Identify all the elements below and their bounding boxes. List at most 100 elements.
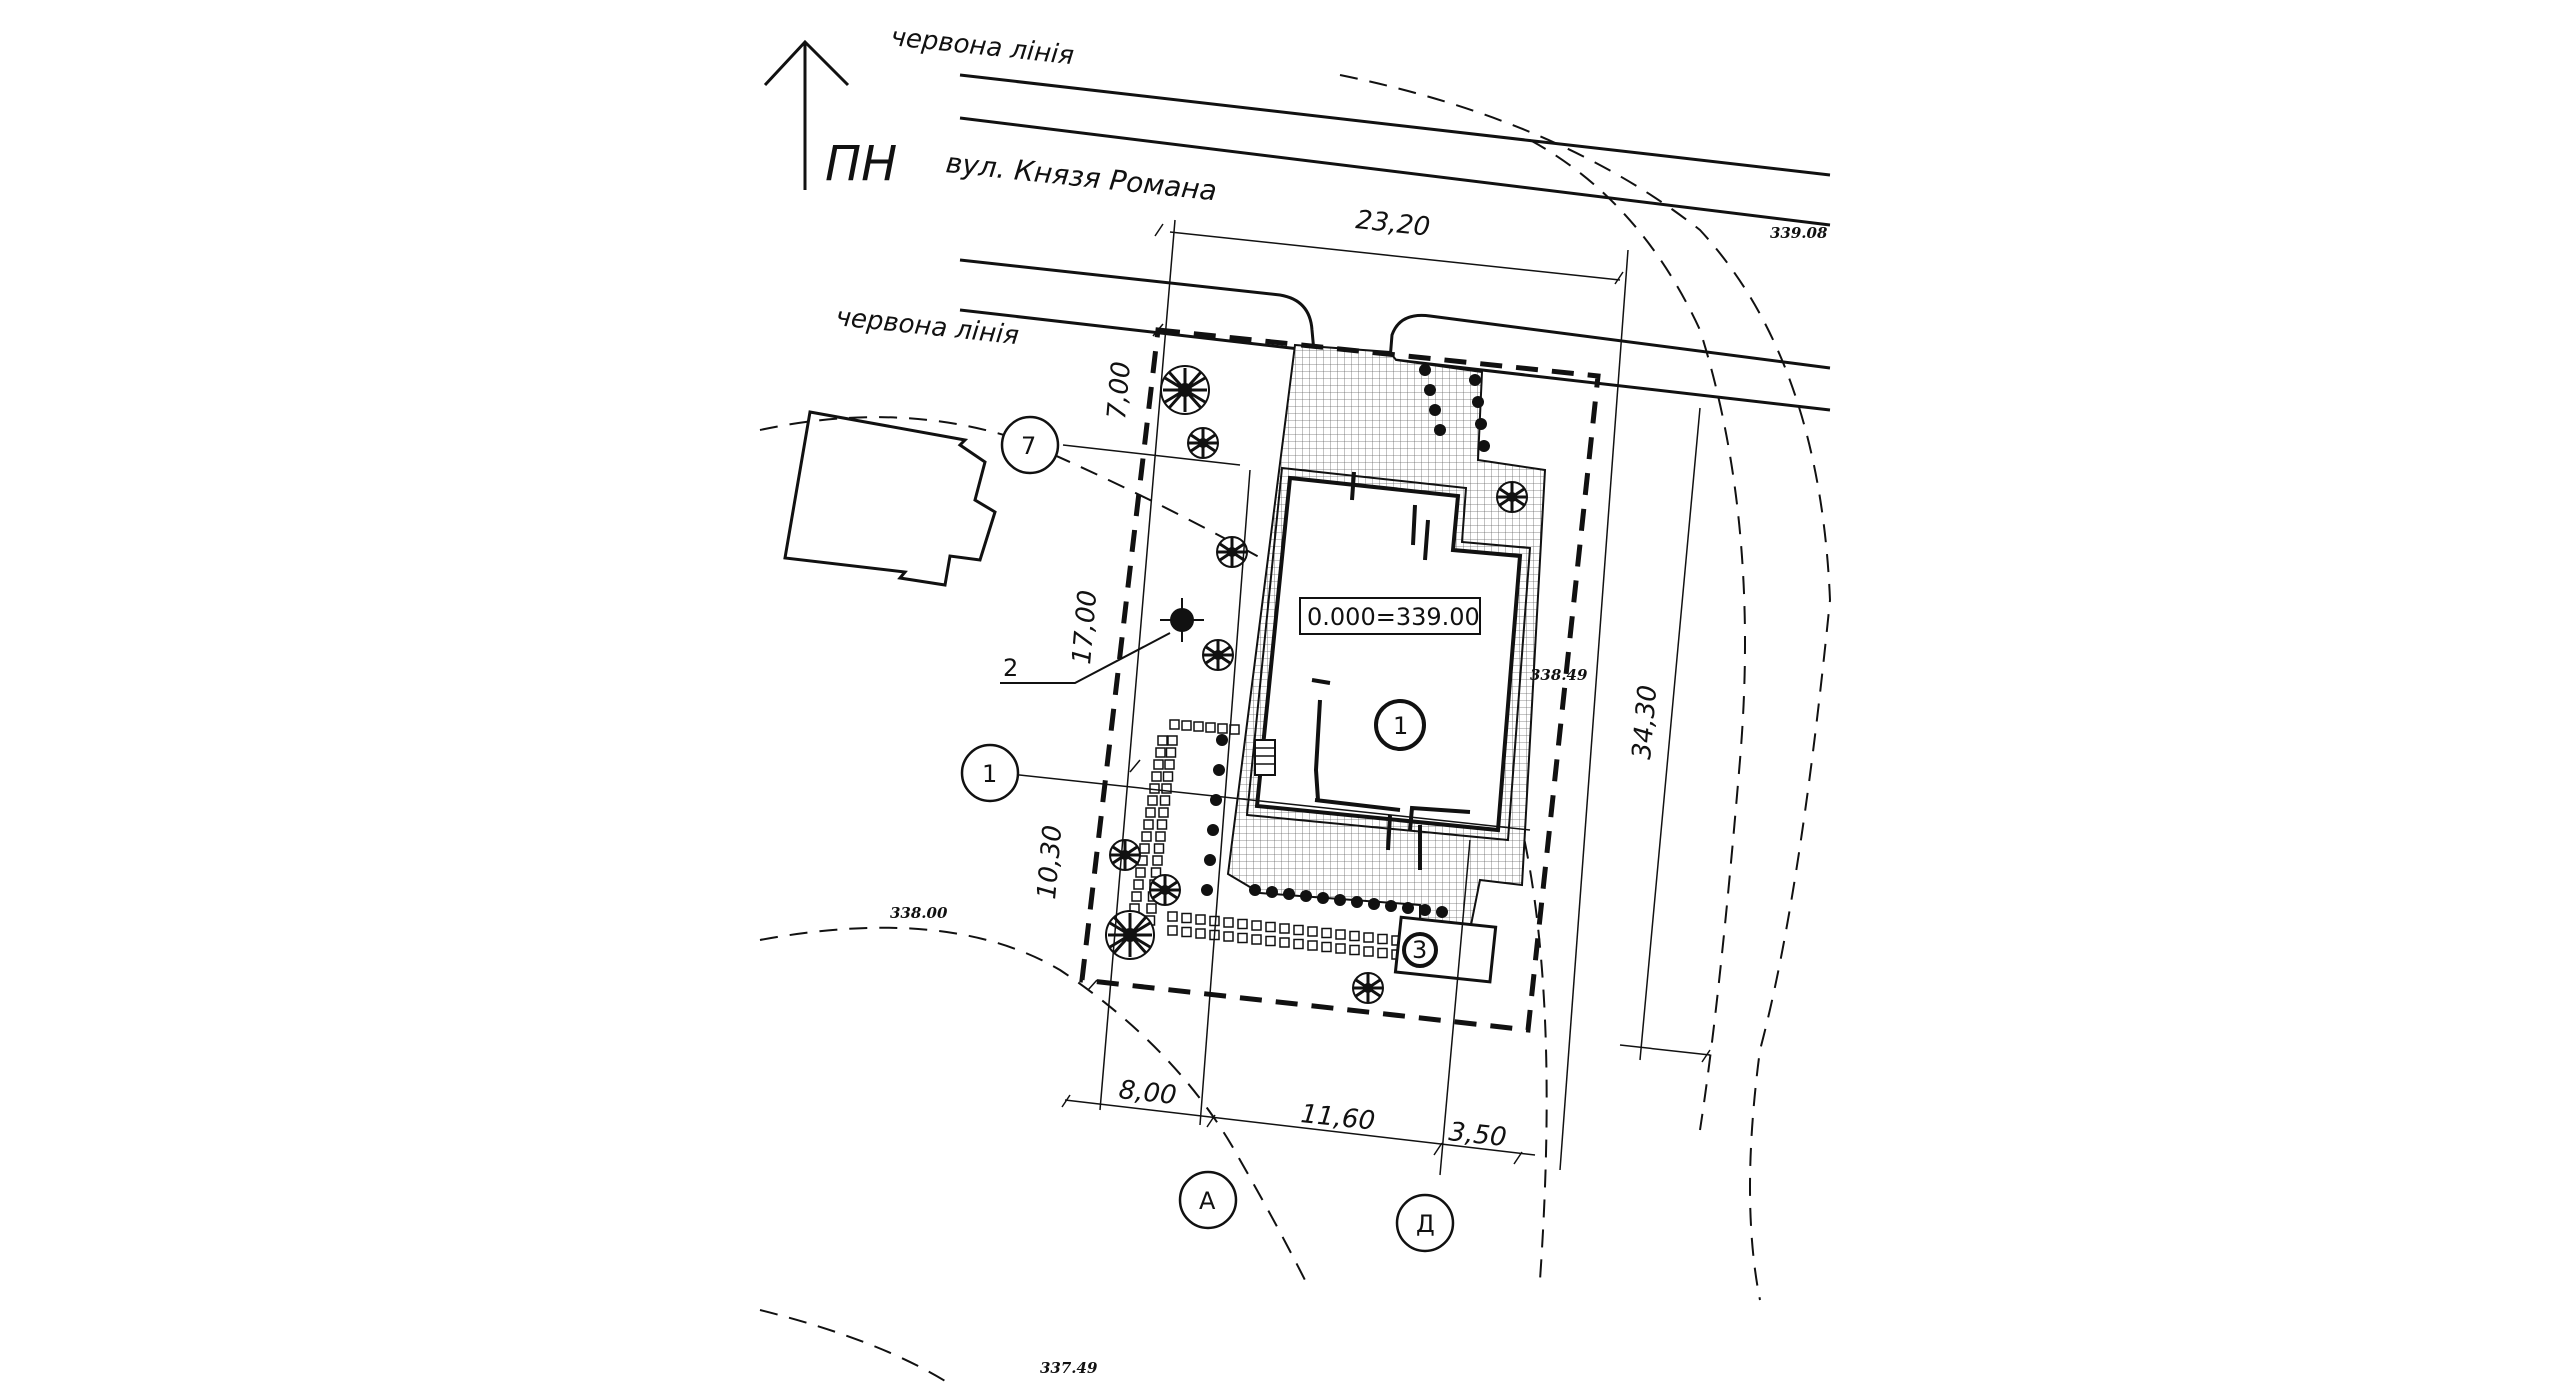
stepping-stone bbox=[1155, 747, 1166, 758]
stepping-stone bbox=[1181, 912, 1192, 924]
stepping-stone bbox=[1162, 771, 1174, 782]
shrub bbox=[1368, 898, 1380, 910]
stepping-stone bbox=[1152, 855, 1163, 866]
shrub bbox=[1478, 440, 1490, 452]
callout-building: 1 bbox=[1393, 712, 1408, 740]
shrub bbox=[1334, 894, 1346, 906]
stepping-stone bbox=[1156, 819, 1168, 830]
stepping-stone bbox=[1321, 927, 1332, 939]
stepping-stone bbox=[1167, 925, 1178, 936]
north-arrow-icon bbox=[763, 39, 850, 190]
dim-bottom-left: 8,00 bbox=[1117, 1075, 1178, 1111]
dim-frontage: 23,20 bbox=[1354, 205, 1431, 243]
shrub bbox=[1385, 900, 1397, 912]
stepping-stone bbox=[1195, 914, 1206, 925]
elevation-top-right: 339.08 bbox=[1770, 224, 1828, 242]
stepping-stone bbox=[1223, 931, 1234, 942]
zero-mark-box bbox=[1299, 597, 1481, 635]
building-outline bbox=[1245, 466, 1532, 870]
stepping-stone bbox=[1167, 911, 1178, 922]
stepping-stone bbox=[1131, 891, 1142, 902]
stepping-stone bbox=[1195, 928, 1206, 939]
shrub bbox=[1317, 892, 1329, 904]
stepping-stone bbox=[1165, 747, 1177, 758]
shrub bbox=[1300, 890, 1312, 902]
stepping-stone bbox=[1217, 723, 1228, 734]
elevation-bottom: 337.49 bbox=[1040, 1359, 1098, 1377]
shrub bbox=[1201, 884, 1213, 896]
plot-boundary bbox=[1079, 327, 1601, 1033]
stepping-stone bbox=[1169, 719, 1180, 730]
zero-mark: 0.000=339.00 bbox=[1307, 603, 1480, 631]
stepping-stone bbox=[1153, 843, 1165, 854]
stepping-stone bbox=[1143, 819, 1154, 830]
stepping-stone bbox=[1293, 924, 1304, 936]
stepping-stone bbox=[1141, 831, 1152, 842]
shrub bbox=[1213, 764, 1225, 776]
neighbor-building bbox=[783, 410, 997, 587]
shrub bbox=[1266, 886, 1278, 898]
red-line-label-bottom: червона лінія bbox=[834, 302, 1020, 351]
shrub bbox=[1283, 888, 1295, 900]
small-structure bbox=[1393, 915, 1498, 984]
elevation-left: 338.00 bbox=[890, 904, 948, 922]
stepping-stone bbox=[1251, 920, 1262, 931]
stepping-stone bbox=[1293, 938, 1304, 950]
stepping-stone bbox=[1279, 937, 1290, 948]
shrub bbox=[1429, 404, 1441, 416]
stepping-stone bbox=[1377, 933, 1388, 945]
stepping-stone bbox=[1349, 930, 1360, 942]
stepping-stone bbox=[1133, 879, 1144, 890]
stepping-stone bbox=[1145, 807, 1156, 818]
shrub bbox=[1419, 364, 1431, 376]
shrub bbox=[1469, 374, 1481, 386]
callout-point: 2 bbox=[1003, 654, 1018, 682]
red-line-label-top: червона лінія bbox=[889, 22, 1075, 71]
stepping-stone bbox=[1377, 947, 1388, 959]
stepping-stone bbox=[1161, 783, 1172, 794]
shrub bbox=[1207, 824, 1219, 836]
axis-label-1: 1 bbox=[982, 760, 997, 788]
stepping-stone bbox=[1237, 932, 1248, 944]
shrub bbox=[1475, 418, 1487, 430]
north-label: ПН bbox=[825, 136, 897, 192]
shrub bbox=[1424, 384, 1436, 396]
stepping-stone bbox=[1153, 759, 1164, 770]
stepping-stone bbox=[1167, 735, 1178, 746]
shrub bbox=[1249, 884, 1261, 896]
stepping-stone bbox=[1307, 940, 1318, 951]
dim-bottom-right: 3,50 bbox=[1447, 1117, 1508, 1153]
street-label: вул. Князя Романа bbox=[944, 146, 1218, 207]
axis-label-d: Д bbox=[1416, 1210, 1435, 1238]
stepping-stone bbox=[1349, 944, 1360, 956]
stepping-stone bbox=[1335, 929, 1346, 940]
stepping-stone bbox=[1151, 771, 1162, 782]
shrub bbox=[1419, 904, 1431, 916]
survey-point-marker bbox=[1000, 598, 1204, 684]
elevation-right: 338.49 bbox=[1530, 666, 1588, 684]
callout-structure: 3 bbox=[1412, 936, 1427, 964]
stepping-stone bbox=[1307, 926, 1318, 937]
stepping-stone bbox=[1251, 934, 1262, 945]
stepping-stone bbox=[1146, 903, 1157, 914]
dim-side-depth: 34,30 bbox=[1627, 684, 1663, 761]
stepping-stone bbox=[1279, 923, 1290, 934]
stepping-stone bbox=[1209, 915, 1220, 927]
dim-rear-left: 10,30 bbox=[1032, 824, 1068, 901]
stepping-stone bbox=[1181, 926, 1192, 938]
stepping-stone bbox=[1335, 943, 1346, 954]
shrub bbox=[1216, 734, 1228, 746]
shrub-row bbox=[1201, 364, 1490, 918]
axis-label-7: 7 bbox=[1021, 432, 1036, 460]
axis-label-a: А bbox=[1199, 1187, 1216, 1215]
stepping-stone bbox=[1147, 795, 1158, 806]
stepping-stone bbox=[1265, 935, 1276, 947]
stepping-stone bbox=[1229, 724, 1240, 735]
stepping-stone bbox=[1139, 843, 1150, 854]
shrub bbox=[1472, 396, 1484, 408]
dim-front-setback: 7,00 bbox=[1102, 360, 1137, 420]
stepping-stone bbox=[1157, 735, 1168, 746]
stepping-stone bbox=[1181, 720, 1192, 731]
stepping-stone bbox=[1321, 941, 1332, 953]
